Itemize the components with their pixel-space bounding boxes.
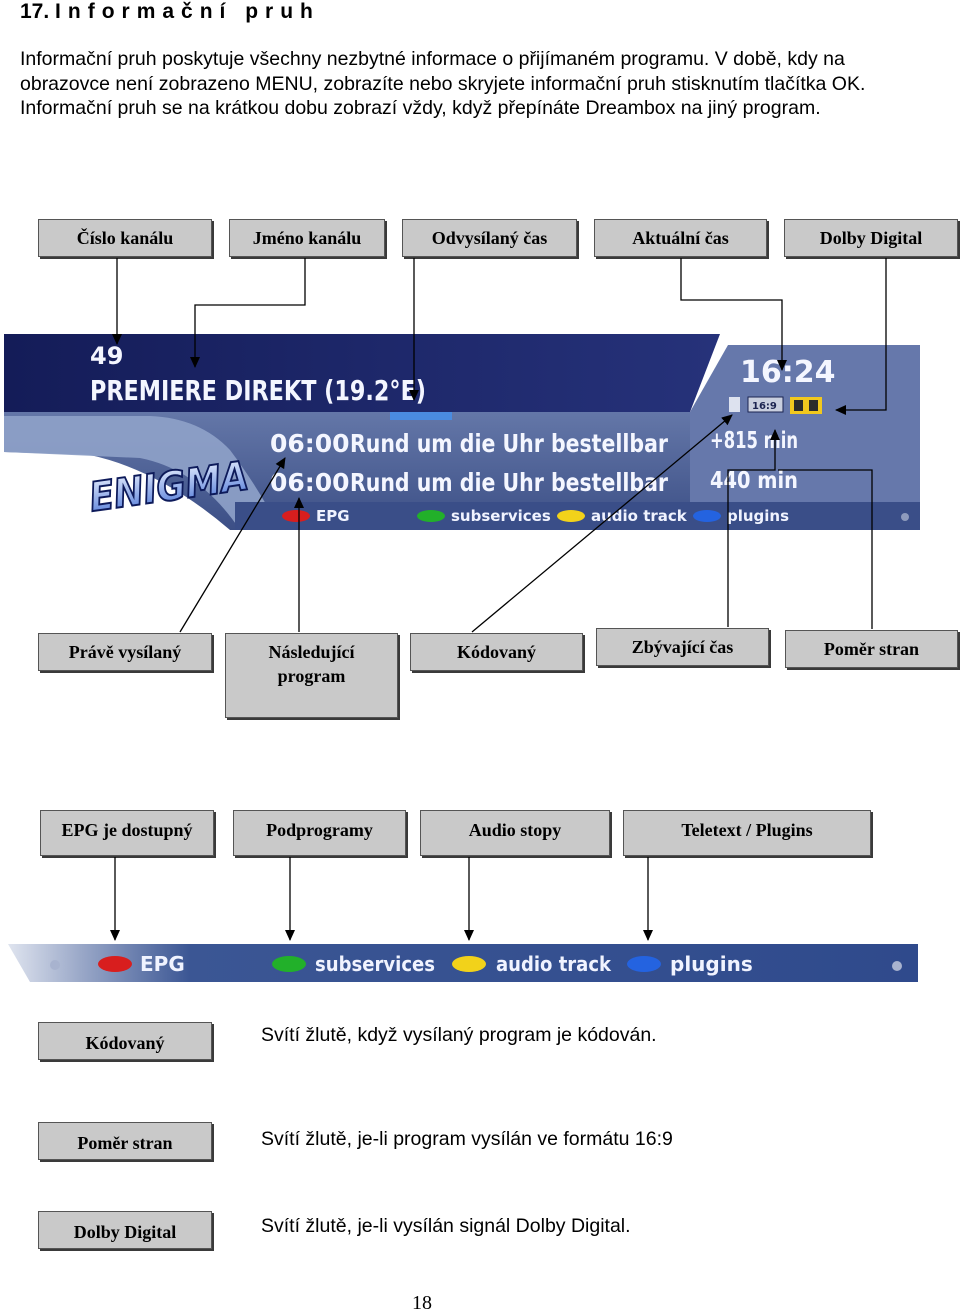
small-btn-audio: audio track <box>591 507 688 525</box>
next-title: Rund um die Uhr bestellbar <box>350 468 669 497</box>
now-start-time: 06:00 <box>270 429 350 458</box>
next-duration: 440 min <box>710 468 798 494</box>
info-bar: 49 PREMIERE DIREKT (19.2°E) 16:24 16:9 E… <box>4 334 920 530</box>
label-channel-name: Jméno kanálu <box>229 219 385 257</box>
legend-text-encrypted: Svítí žlutě, když vysílaný program je kó… <box>261 1024 657 1046</box>
bar-btn-subservices: subservices <box>315 952 435 976</box>
blue-button-icon <box>693 510 721 522</box>
next-start-time: 06:00 <box>270 468 350 497</box>
green-button-large-icon <box>272 956 306 972</box>
button-bar: EPG subservices audio track plugins <box>8 944 918 982</box>
right-screw-icon <box>892 961 902 971</box>
label-subservices: Podprogramy <box>233 810 406 856</box>
label-remaining-time: Zbývající čas <box>596 628 769 666</box>
red-button-large-icon <box>98 956 132 972</box>
bar-btn-plugins: plugins <box>670 952 753 976</box>
screw-icon <box>901 513 909 521</box>
label-next-program: Následující program <box>225 633 398 718</box>
legend-text-aspect-ratio: Svítí žlutě, je-li program vysílán ve fo… <box>261 1128 673 1150</box>
small-btn-subservices: subservices <box>451 507 551 525</box>
now-duration: +815 min <box>710 428 798 454</box>
small-btn-plugins: plugins <box>727 507 789 525</box>
legend-label-aspect-ratio: Poměr stran <box>38 1122 212 1160</box>
label-aspect-ratio: Poměr stran <box>785 630 958 668</box>
label-audio-tracks: Audio stopy <box>420 810 610 856</box>
red-button-icon <box>282 510 310 522</box>
legend-label-encrypted: Kódovaný <box>38 1022 212 1060</box>
channel-name: PREMIERE DIREKT (19.2°E) <box>90 374 426 407</box>
label-epg-available: EPG je dostupný <box>40 810 214 856</box>
label-channel-number: Číslo kanálu <box>38 219 212 257</box>
channel-number: 49 <box>90 342 123 370</box>
intro-paragraph: Informační pruh poskytuje všechny nezbyt… <box>20 48 866 119</box>
green-button-icon <box>417 510 445 522</box>
yellow-button-large-icon <box>452 956 486 972</box>
label-dolby-digital: Dolby Digital <box>784 219 958 257</box>
aspect-ratio-badge: 16:9 <box>752 401 777 412</box>
label-current-time: Aktuální čas <box>594 219 767 257</box>
clock: 16:24 <box>740 355 836 390</box>
connector-lines <box>110 258 887 941</box>
left-screw-icon <box>50 960 60 970</box>
section-number: 17. <box>20 0 50 23</box>
aspect-ratio-icon <box>747 396 784 413</box>
page-number: 18 <box>412 1292 432 1314</box>
legend-label-dolby: Dolby Digital <box>38 1211 212 1249</box>
section-title: Informační pruh <box>55 0 320 23</box>
label-teletext-plugins: Teletext / Plugins <box>623 810 871 856</box>
small-btn-epg: EPG <box>316 507 350 525</box>
now-title: Rund um die Uhr bestellbar <box>350 429 669 458</box>
yellow-button-icon <box>557 510 585 522</box>
section-heading: 17. Informační pruh <box>20 0 320 24</box>
label-elapsed-time: Odvysílaný čas <box>402 219 577 257</box>
blue-button-large-icon <box>627 956 661 972</box>
label-now-playing: Právě vysílaný <box>38 633 212 671</box>
dolby-icon <box>790 397 822 414</box>
encrypted-icon <box>729 397 740 412</box>
bar-btn-audio: audio track <box>496 952 612 976</box>
bar-btn-epg: EPG <box>140 952 185 976</box>
legend-text-dolby: Svítí žlutě, je-li vysílán signál Dolby … <box>261 1215 631 1237</box>
label-encrypted: Kódovaný <box>410 633 583 671</box>
